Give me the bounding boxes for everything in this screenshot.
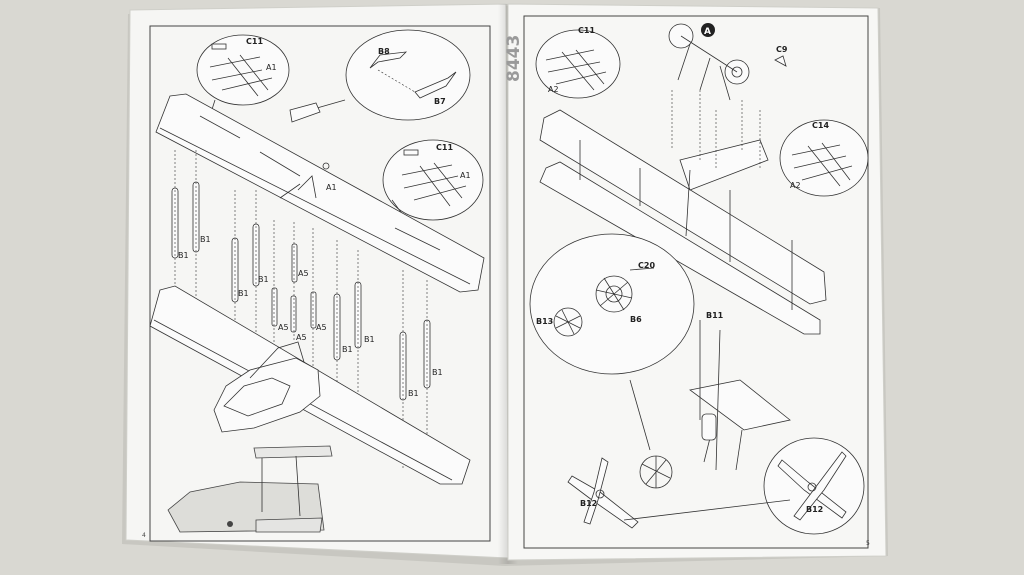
label-a1-right: A1 xyxy=(460,171,471,180)
label-c9: C9 xyxy=(776,45,788,54)
label-c14: C14 xyxy=(812,121,829,130)
step-marker-circle xyxy=(701,23,715,37)
label-c20: C20 xyxy=(638,261,655,270)
label-c11: C11 xyxy=(578,26,595,35)
detail-bubble-wing-right: C11 A1 xyxy=(382,139,484,221)
step-marker: A xyxy=(704,27,711,37)
label-c11-top: C11 xyxy=(246,37,263,46)
kit-number: 8443 xyxy=(504,35,524,82)
interplane-struts: B1 B1 B1 B1 A5 A5 A5 A5 B1 B1 B1 B1 xyxy=(171,150,443,470)
label-b1-b: B1 xyxy=(200,235,211,244)
label-b8: B8 xyxy=(378,47,390,56)
detail-bubble-wing-top: C11 A1 xyxy=(196,34,290,106)
label-b6: B6 xyxy=(630,315,642,324)
label-b1-h: B1 xyxy=(432,368,443,377)
label-a5-a: A5 xyxy=(298,269,309,278)
label-a5-d: A5 xyxy=(316,323,327,332)
left-page: 4 C11 A1 B8 B7 C11 A1 xyxy=(125,3,509,559)
label-b1-e: B1 xyxy=(342,345,353,354)
label-b1-g: B1 xyxy=(408,389,419,398)
right-page-number: 5 xyxy=(866,540,870,547)
upper-wing-left xyxy=(155,93,485,293)
detail-bubble-propeller: B12 xyxy=(763,437,865,535)
label-c11-right: C11 xyxy=(436,143,453,152)
detail-bubble-engine: C20 B13 B6 xyxy=(529,233,695,375)
label-b12-right: B12 xyxy=(806,505,823,514)
right-page-frame xyxy=(523,15,869,549)
landing-gear-top: C9 xyxy=(668,23,788,101)
label-b12-left: B12 xyxy=(580,499,597,508)
biplane-assembly xyxy=(539,90,827,335)
label-b1-a: B1 xyxy=(178,251,189,260)
left-page-number: 4 xyxy=(142,532,146,539)
propeller-left: B12 xyxy=(567,455,673,529)
detail-bubble-struts: B8 B7 xyxy=(345,29,471,121)
label-b1-d: B1 xyxy=(258,275,269,284)
detail-bubble-upper-left: C11 A2 xyxy=(535,26,621,99)
label-a1-top: A1 xyxy=(266,63,277,72)
label-a1-center: A1 xyxy=(326,183,337,192)
label-a5-b: A5 xyxy=(278,323,289,332)
label-a2-right: A2 xyxy=(790,181,801,190)
label-b7: B7 xyxy=(434,97,446,106)
left-page-frame xyxy=(149,25,491,542)
landing-gear-bottom: B11 xyxy=(689,311,791,471)
label-b11: B11 xyxy=(706,311,724,320)
right-page: 8443 5 A C11 A2 C9 C14 A2 xyxy=(504,3,887,561)
lower-wing-and-fuselage xyxy=(149,285,471,485)
side-view-aircraft xyxy=(167,445,333,533)
detail-bubble-right: C14 A2 xyxy=(779,119,869,197)
label-b1-f: B1 xyxy=(364,335,375,344)
label-b13: B13 xyxy=(536,317,553,326)
label-b1-c: B1 xyxy=(238,289,249,298)
label-a2-top: A2 xyxy=(548,85,559,94)
label-a5-c: A5 xyxy=(296,333,307,342)
